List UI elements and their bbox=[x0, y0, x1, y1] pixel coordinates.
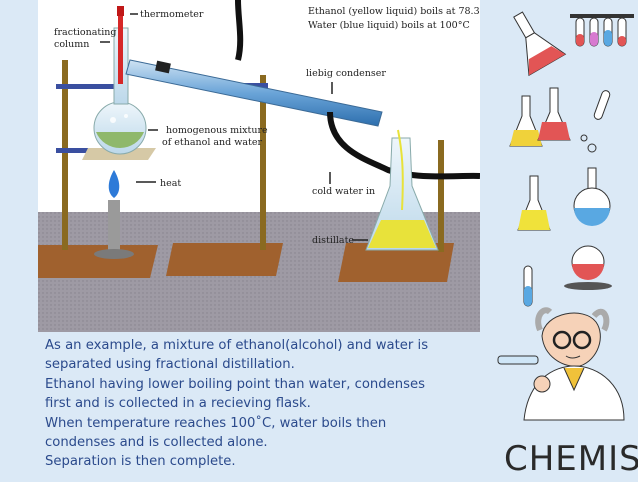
text-line: As an example, a mixture of ethanol(alco… bbox=[45, 338, 429, 353]
text-line: separated using fractional distillation. bbox=[45, 357, 295, 373]
clamp-left-top bbox=[56, 84, 116, 89]
distillate-liquid bbox=[368, 220, 436, 248]
scientist-illustration bbox=[497, 307, 625, 421]
label-cold-water: cold water in bbox=[312, 186, 375, 197]
chemistry-word: CHEMISTRY bbox=[504, 439, 638, 478]
wood-base-right bbox=[338, 243, 454, 282]
diagram-svg: thermometer fractionating column homogen… bbox=[38, 0, 480, 332]
wood-base-middle bbox=[166, 243, 283, 276]
flame bbox=[108, 170, 120, 198]
test-tube-icon bbox=[593, 90, 611, 120]
text-line: first and is collected in a recieving fl… bbox=[45, 396, 311, 412]
bubble-icon bbox=[587, 143, 597, 153]
label-mixture-1: homogenous mixture bbox=[166, 125, 268, 136]
label-thermometer: thermometer bbox=[140, 9, 204, 20]
chem-art-svg: CHEMISTRY bbox=[497, 11, 638, 479]
burner-base bbox=[94, 249, 134, 259]
drip-stream bbox=[397, 129, 404, 211]
thermometer bbox=[118, 14, 123, 84]
bubble bbox=[110, 117, 116, 123]
label-fractionating-1: fractionating bbox=[54, 27, 116, 38]
liebig-condenser bbox=[125, 59, 383, 127]
mixture-liquid bbox=[96, 132, 144, 148]
note-ethanol: Ethanol (yellow liquid) boils at 78.37°C bbox=[308, 6, 480, 17]
text-line: Separation is then complete. bbox=[45, 454, 236, 470]
label-mixture-2: of ethanol and water bbox=[162, 137, 262, 148]
tilted-flask-icon bbox=[513, 11, 567, 77]
wood-base-left bbox=[38, 245, 158, 278]
thermometer-top bbox=[117, 6, 124, 16]
stand-rod-right bbox=[438, 140, 444, 252]
water-hose-in bbox=[327, 111, 480, 180]
label-heat: heat bbox=[160, 178, 181, 189]
notes-box bbox=[300, 0, 480, 38]
tube-rack-icon bbox=[570, 14, 634, 18]
text-line: condenses and is collected alone. bbox=[45, 435, 268, 451]
condenser-clamp bbox=[155, 60, 171, 74]
chemistry-illustration: CHEMISTRY bbox=[484, 0, 638, 479]
bubble bbox=[124, 114, 128, 118]
label-liebig: liebig condenser bbox=[306, 68, 386, 79]
bunsen-burner bbox=[108, 200, 120, 252]
label-distillate: distillate bbox=[312, 235, 354, 246]
explanation-text: As an example, a mixture of ethanol(alco… bbox=[45, 336, 475, 472]
water-hose-out bbox=[235, 0, 244, 61]
clamp-left-bottom bbox=[56, 148, 114, 153]
distillation-diagram: thermometer fractionating column homogen… bbox=[38, 0, 480, 332]
text-line: When temperature reaches 100˚C, water bo… bbox=[45, 415, 387, 431]
stand-rod-middle bbox=[260, 75, 266, 250]
round-flask-icon bbox=[587, 167, 597, 191]
label-fractionating-2: column bbox=[54, 39, 89, 50]
text-line: Ethanol having lower boiling point than … bbox=[45, 376, 425, 392]
note-water: Water (blue liquid) boils at 100°C bbox=[308, 20, 470, 31]
stand-rod-left bbox=[62, 60, 68, 250]
